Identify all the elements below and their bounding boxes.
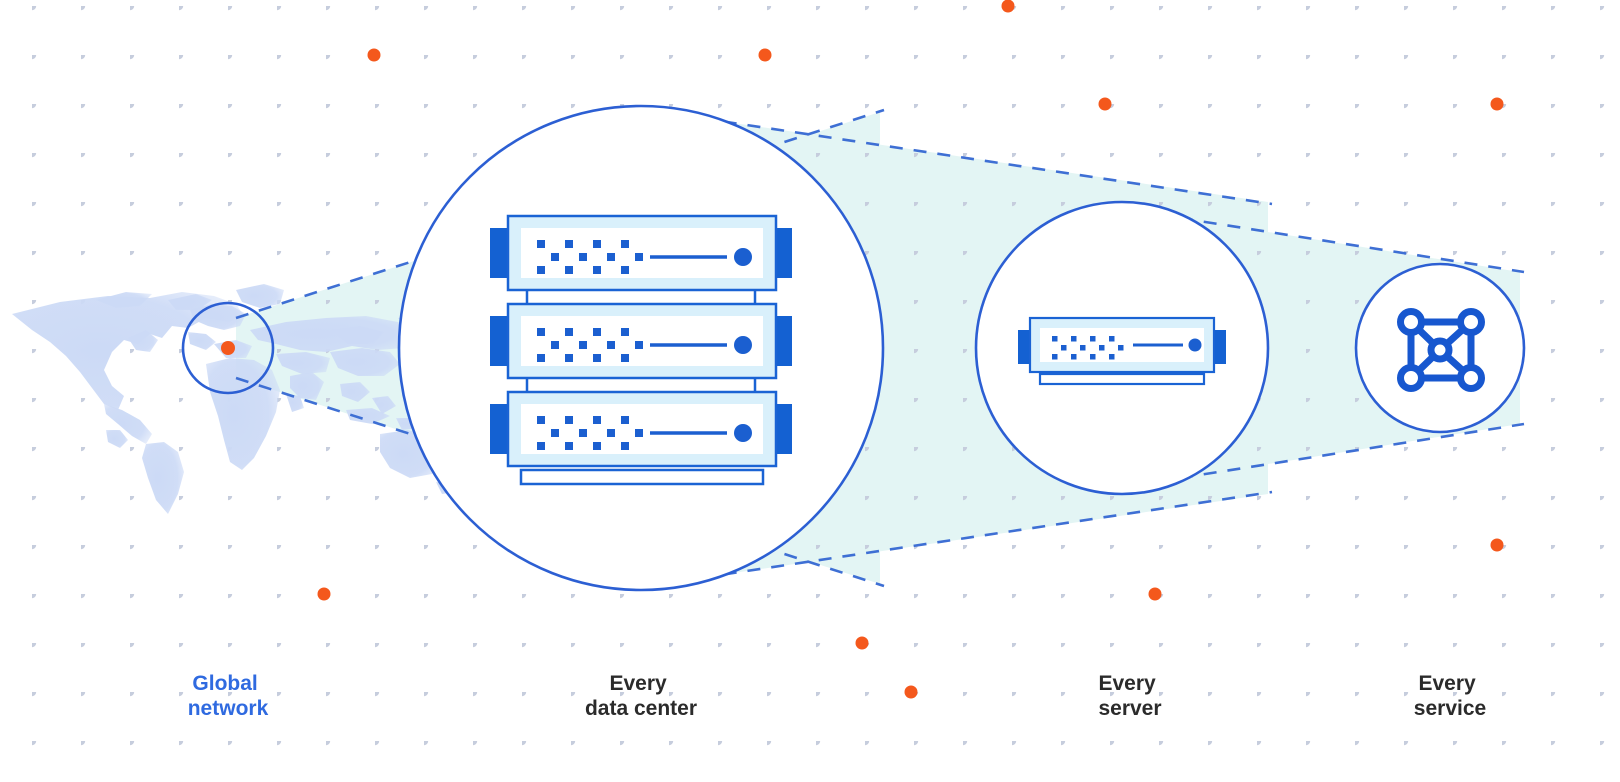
label-every-service: Every service xyxy=(1414,672,1486,720)
rack-unit[interactable] xyxy=(490,214,792,292)
rack-unit-led-matrix xyxy=(537,240,643,274)
accent-dot xyxy=(1148,587,1162,601)
accent-dot xyxy=(904,685,918,699)
label-global-network: Global network xyxy=(188,672,269,720)
rack-unit-side-tab-left xyxy=(490,228,512,278)
accent-dot xyxy=(1490,97,1504,111)
network-graph-icon xyxy=(1397,308,1485,392)
network-node xyxy=(1397,308,1425,336)
accent-dot xyxy=(317,587,331,601)
stage-every-server[interactable] xyxy=(974,200,1270,496)
rack-unit-status-dot xyxy=(734,336,752,354)
rack-unit-status-dot xyxy=(734,424,752,442)
network-node xyxy=(1457,308,1485,336)
dash-dc-server-bottom xyxy=(699,490,1273,580)
server-unit-side-tab-left xyxy=(1018,330,1032,364)
server-unit-status-dot xyxy=(1188,338,1202,352)
network-node-center xyxy=(1427,337,1453,363)
map-location-dot xyxy=(221,341,235,355)
accent-dot xyxy=(1490,538,1504,552)
stage-every-service[interactable] xyxy=(1354,262,1526,434)
rack-base xyxy=(519,468,765,486)
rack-unit-status-dot xyxy=(734,248,752,266)
rack-unit-side-tab-left xyxy=(490,316,512,366)
rack-unit-led-matrix xyxy=(537,416,643,450)
dash-server-service-top xyxy=(1179,216,1525,274)
dash-server-service-bottom xyxy=(1179,422,1525,480)
rack-unit[interactable] xyxy=(490,302,792,380)
accent-dot xyxy=(855,636,869,650)
stage-labels: Global network Every data center Every s… xyxy=(188,672,1486,720)
server-unit-led-matrix xyxy=(1052,336,1124,360)
accent-dots xyxy=(317,0,1504,699)
dash-dc-server-top xyxy=(699,116,1273,206)
server-unit[interactable] xyxy=(1018,316,1226,386)
rack-unit-led-matrix xyxy=(537,328,643,362)
accent-dot xyxy=(1001,0,1015,13)
stage-global-network[interactable] xyxy=(181,301,275,395)
accent-dot xyxy=(758,48,772,62)
rack-unit-side-tab-left xyxy=(490,404,512,454)
label-every-data-center: Every data center xyxy=(585,672,697,720)
stage-every-data-center[interactable] xyxy=(397,104,885,592)
accent-dot xyxy=(1098,97,1112,111)
server-unit-side-tab-right xyxy=(1212,330,1226,364)
world-map-icon xyxy=(12,284,456,514)
network-node xyxy=(1397,364,1425,392)
accent-dot xyxy=(367,48,381,62)
server-unit-base xyxy=(1038,372,1206,386)
network-node xyxy=(1457,364,1485,392)
map-region-circle xyxy=(181,301,275,395)
rack-unit[interactable] xyxy=(490,390,792,468)
label-every-server: Every server xyxy=(1098,672,1161,720)
